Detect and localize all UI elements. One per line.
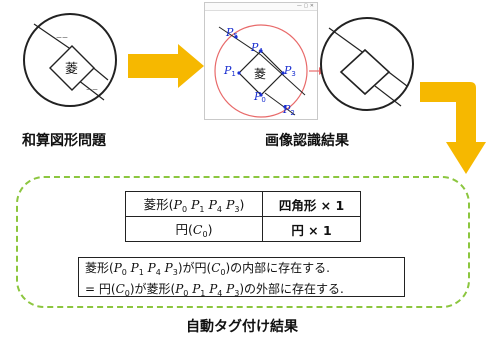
point-label-p5: P5 bbox=[226, 26, 238, 40]
tag-table: 菱形(P0 P1 P4 P3) 四角形 × 1 円(C0) 円 × 1 bbox=[125, 191, 361, 242]
table-cell: 菱形(P0 P1 P4 P3) bbox=[125, 191, 263, 217]
point-label-p2: P2 bbox=[283, 103, 295, 117]
arrow-right-icon bbox=[128, 44, 204, 88]
point-label-p4: P4 bbox=[251, 41, 263, 55]
table-cell: 四角形 × 1 bbox=[262, 191, 361, 217]
point-label-p3: P3 bbox=[284, 64, 296, 78]
relation-line-1: 菱形(P0 P1 P4 P3)が円(C0)の内部に存在する. bbox=[85, 261, 330, 277]
caption-recognition: 画像認識結果 bbox=[265, 133, 349, 149]
window-titlebar: — ▢ ✕ bbox=[205, 3, 317, 11]
caption-auto-tag: 自動タグ付け結果 bbox=[186, 319, 298, 335]
window-controls: — ▢ ✕ bbox=[296, 3, 314, 9]
table-cell: 円 × 1 bbox=[262, 216, 361, 242]
table-cell: 円(C0) bbox=[125, 216, 263, 242]
svg-text:菱: 菱 bbox=[65, 62, 78, 77]
svg-text:ーー: ーー bbox=[86, 87, 98, 94]
svg-text:菱: 菱 bbox=[254, 67, 266, 81]
arrow-down-icon bbox=[420, 68, 486, 176]
detection-overlay: 菱 bbox=[214, 24, 308, 118]
relation-line-2: = 円(C0)が菱形(P0 P1 P4 P3)の外部に存在する. bbox=[85, 282, 344, 298]
auto-tag-panel bbox=[16, 176, 470, 308]
relation-note: 菱形(P0 P1 P4 P3)が円(C0)の内部に存在する. = 円(C0)が菱… bbox=[78, 257, 405, 298]
caption-problem: 和算図形問題 bbox=[22, 133, 106, 149]
recognition-window: — ▢ ✕ 菱 bbox=[204, 2, 318, 120]
point-label-p1: P1 bbox=[224, 64, 236, 78]
table-row: 円(C0) 円 × 1 bbox=[125, 216, 361, 242]
table-row: 菱形(P0 P1 P4 P3) 四角形 × 1 bbox=[125, 191, 361, 217]
point-label-p0: P0 bbox=[254, 90, 266, 104]
svg-text:ーー: ーー bbox=[56, 35, 68, 42]
recognized-figure bbox=[317, 14, 417, 114]
problem-image: 菱 ーー ーー bbox=[20, 10, 120, 110]
